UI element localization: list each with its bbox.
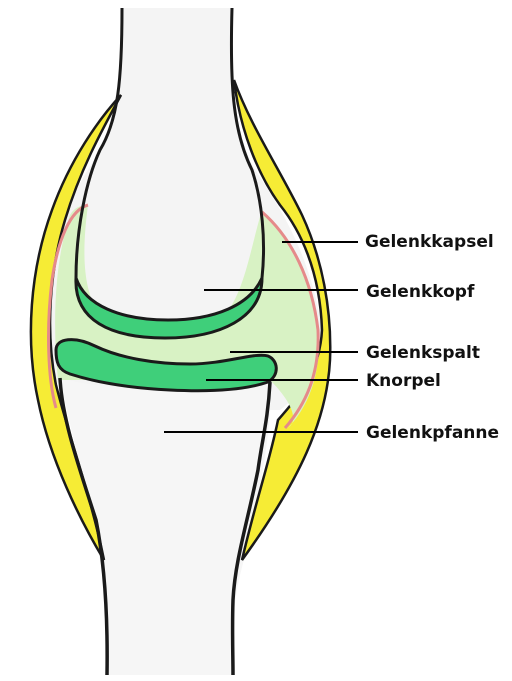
label-gelenkkapsel: Gelenkkapsel: [365, 232, 494, 252]
label-gelenkpfanne: Gelenkpfanne: [366, 423, 499, 443]
label-gelenkspalt: Gelenkspalt: [366, 343, 480, 363]
label-gelenkkopf: Gelenkkopf: [366, 282, 474, 302]
label-knorpel: Knorpel: [366, 371, 441, 391]
